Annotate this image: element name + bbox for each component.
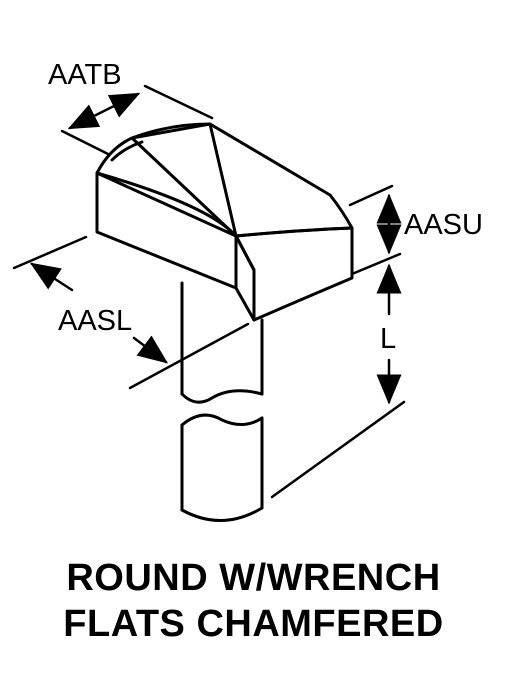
caption-line-1: ROUND W/WRENCH	[66, 557, 441, 599]
head-end-face	[234, 226, 354, 322]
label-l: L	[380, 323, 396, 355]
aasl-arrow-upper	[29, 262, 74, 292]
part-head	[95, 122, 354, 322]
head-front-face	[95, 171, 238, 290]
shank-lower	[180, 413, 264, 522]
extension-lines	[12, 84, 406, 499]
head-top-face	[130, 122, 354, 238]
label-aatb: AATB	[48, 59, 122, 91]
aatb-arrow	[67, 92, 141, 130]
caption-line-2: FLATS CHAMFERED	[63, 603, 444, 645]
head-end-chamfer	[234, 234, 256, 322]
shank-upper	[180, 281, 264, 404]
dimension-arrows	[29, 92, 402, 405]
head-top-chamfer	[95, 122, 238, 238]
label-aasl: AASL	[58, 305, 132, 337]
label-aasu: AASU	[404, 209, 483, 241]
head-corner-edge	[110, 140, 144, 162]
aasl-arrow-lower	[132, 335, 168, 364]
